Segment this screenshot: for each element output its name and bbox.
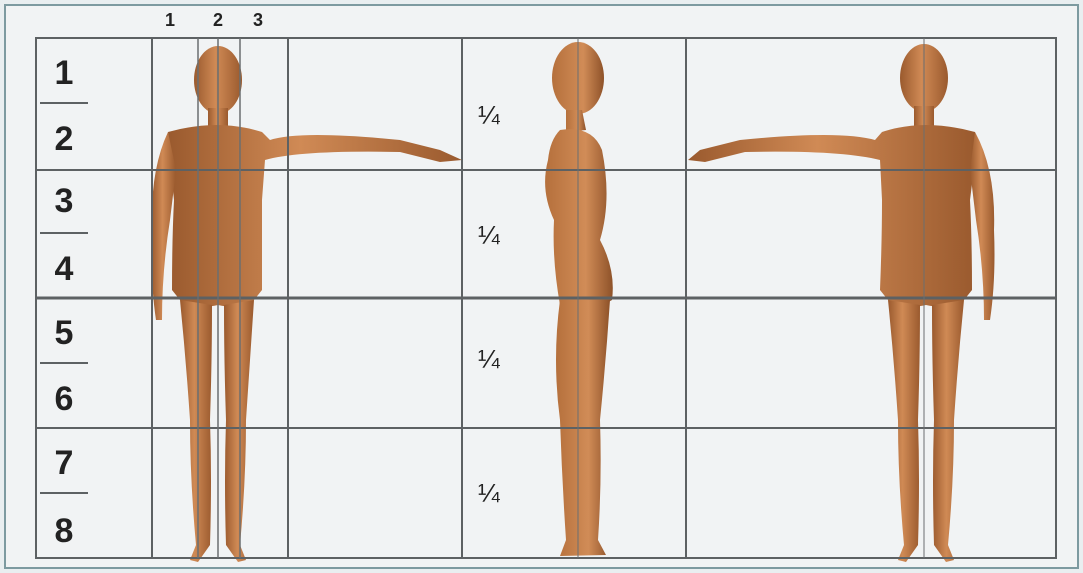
quarter-label-3: ¼ [478,344,500,374]
quarter-label-2: ¼ [478,220,500,250]
back-figure [688,44,995,562]
head-unit-2: 2 [55,120,74,158]
column-marker-2: 2 [213,10,223,30]
head-unit-6: 6 [55,380,74,418]
head-unit-3: 3 [55,182,74,220]
head-unit-1: 1 [55,54,74,92]
column-marker-3: 3 [253,10,263,30]
column-marker-1: 1 [165,10,175,30]
head-unit-8: 8 [55,512,74,550]
quarter-label-4: ¼ [478,478,500,508]
quarter-label-1: ¼ [478,100,500,130]
head-unit-5: 5 [55,314,74,352]
head-unit-7: 7 [55,444,74,482]
head-unit-4: 4 [55,250,74,288]
